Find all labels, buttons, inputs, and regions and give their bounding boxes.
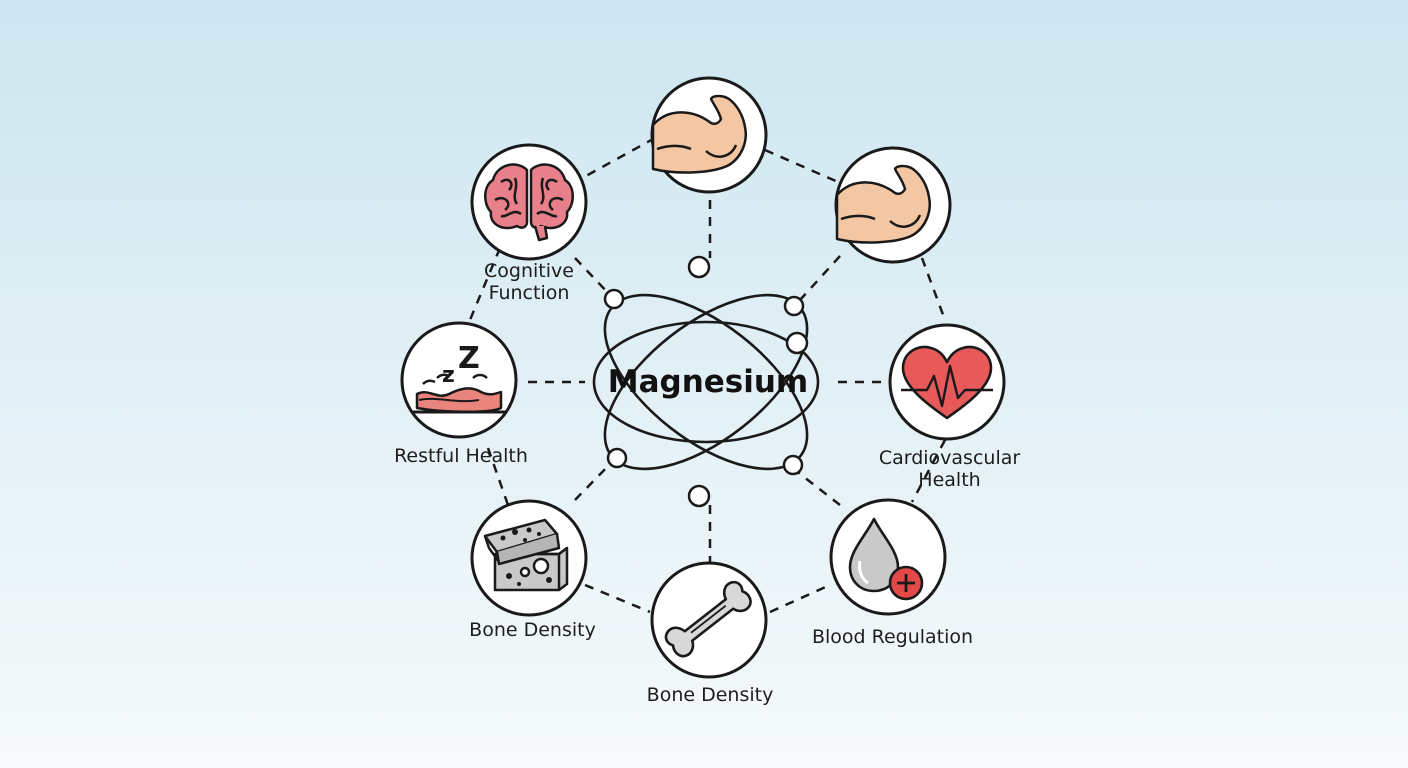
label-bone-density-bottom: Bone Density	[630, 684, 790, 706]
label-line: Restful Health	[394, 445, 528, 467]
heart-pulse-icon	[901, 345, 993, 420]
flexed-arm-icon	[651, 94, 747, 174]
brain-icon	[484, 163, 574, 242]
label-line: Cognitive	[484, 260, 574, 282]
sleep-icon	[413, 373, 505, 414]
connector-lines	[468, 136, 947, 614]
label-bone-density-left: Bone Density	[455, 619, 610, 641]
label-cardiovascular-health: Cardiovascular Health	[872, 447, 1027, 491]
bone-block-icon	[483, 518, 569, 592]
label-blood-regulation: Blood Regulation	[800, 626, 985, 648]
label-line: Bone Density	[469, 619, 596, 641]
sleep-z-small: z	[442, 363, 455, 388]
label-line: Function	[488, 282, 570, 304]
flexed-arm-icon	[835, 164, 931, 244]
blood-drop-plus-icon	[848, 517, 924, 601]
bone-icon	[664, 580, 752, 658]
label-line: Cardiovascular	[878, 447, 1021, 469]
electron-dots	[603, 255, 809, 508]
label-cognitive-function: Cognitive Function	[469, 260, 589, 304]
label-line: Health	[918, 469, 981, 491]
label-line: Bone Density	[646, 684, 774, 706]
label-line: Blood Regulation	[811, 626, 974, 648]
sleep-z-large: Z	[458, 341, 480, 376]
label-restful-health: Restful Health	[386, 445, 536, 467]
center-label: Magnesium	[607, 364, 809, 400]
